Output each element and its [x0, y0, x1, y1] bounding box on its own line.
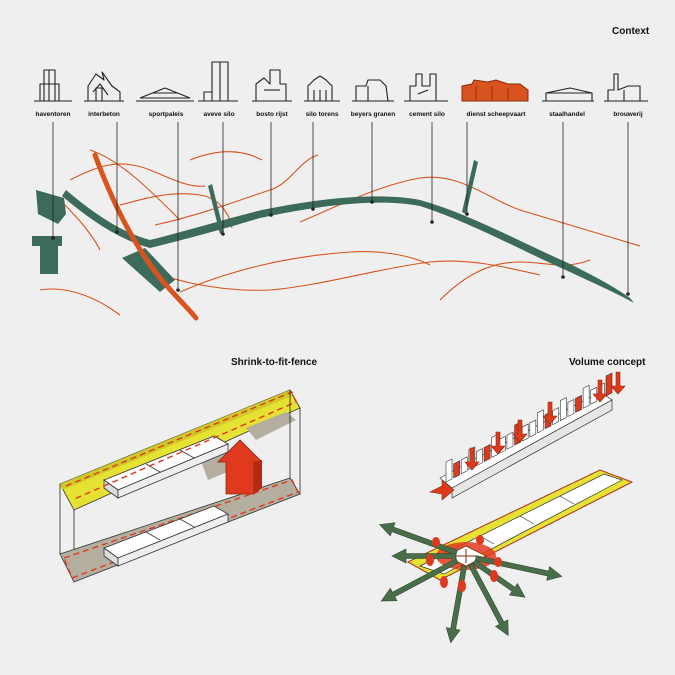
volume-slice	[590, 386, 598, 405]
hub-droplets	[426, 535, 502, 592]
volume-slice	[460, 456, 468, 475]
brouwerij-icon	[604, 73, 648, 102]
push-arrow-icon	[512, 419, 528, 443]
beyers-granen-icon	[352, 79, 394, 102]
push-arrow-icon	[592, 379, 608, 403]
volume-slice	[529, 419, 537, 438]
top-volume	[103, 435, 229, 499]
exploded-volume	[439, 372, 613, 499]
push-arrow-icon	[542, 401, 558, 425]
label-bosto-rijst: bosto rijst	[256, 111, 288, 118]
silo-torens-icon	[304, 75, 340, 102]
volume-slice	[506, 431, 514, 450]
push-arrow-icon	[429, 479, 455, 501]
label-staalhandel: staalhandel	[549, 111, 585, 118]
label-sportpaleis: sportpaleis	[148, 111, 184, 118]
volume-slice	[575, 394, 582, 413]
label-cement-silo: cement silo	[409, 111, 445, 118]
volume-push-arrows	[429, 371, 626, 501]
volume-slice	[605, 372, 613, 397]
sportpaleis-icon	[136, 87, 194, 102]
volume-slice	[537, 409, 544, 434]
volume-slice	[445, 458, 453, 483]
dienst-scheepvaart-icon	[461, 79, 529, 102]
radial-arrow-icon	[468, 563, 509, 637]
leader-lines	[52, 122, 629, 292]
volume-slice	[567, 398, 575, 417]
main-road	[92, 152, 199, 321]
label-beyers-granen: beyers granen	[350, 111, 396, 118]
push-arrow-icon	[490, 431, 506, 455]
label-silo-torens: silo torens	[305, 111, 339, 118]
shrink-up-arrow-side	[254, 460, 262, 494]
bosto-rijst-icon	[252, 69, 292, 102]
aveve-silo-icon	[198, 61, 238, 102]
volume-title: Volume concept	[569, 357, 646, 368]
radial-arrow-icon	[378, 522, 458, 556]
volume-slice	[483, 444, 491, 463]
staalhandel-icon	[542, 87, 594, 102]
context-title: Context	[612, 26, 650, 37]
volume-slice	[476, 448, 483, 467]
label-aveve-silo: aveve silo	[203, 111, 235, 118]
radial-arrow-icon	[445, 565, 468, 644]
interbeton-icon	[84, 71, 124, 102]
radial-arrow-icon	[391, 548, 457, 564]
volume-slice	[453, 460, 460, 479]
label-brouwerij: brouwerij	[613, 111, 643, 118]
shrink-title: Shrink-to-fit-fence	[231, 357, 318, 368]
river-quay	[32, 160, 634, 303]
volume-slice	[582, 384, 590, 409]
volume-slice	[559, 397, 567, 422]
bottom-fence-dashed	[63, 479, 299, 579]
radial-arrow-icon	[380, 558, 459, 602]
haventoren-icon	[34, 69, 72, 102]
label-haventoren: haventoren	[35, 111, 71, 118]
radial-arrow-icon	[472, 559, 526, 598]
label-dienst-scheepvaart: dienst scheepvaart	[466, 111, 526, 118]
cement-silo-icon	[404, 73, 448, 102]
top-fence-dashed	[65, 391, 297, 501]
bottom-volume	[103, 505, 229, 567]
push-arrow-icon	[464, 447, 480, 471]
push-arrow-icon	[610, 371, 626, 395]
label-interbeton: interbeton	[88, 111, 120, 118]
leader-dots	[51, 200, 630, 296]
